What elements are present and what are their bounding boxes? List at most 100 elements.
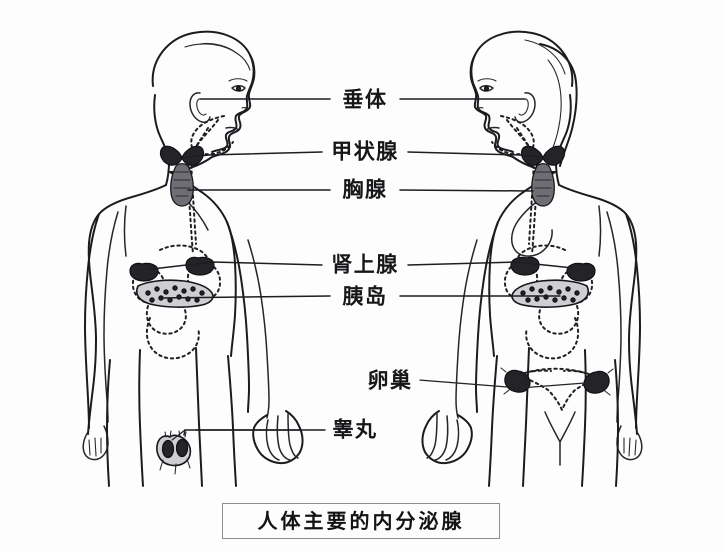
female-arm-right-inner xyxy=(606,211,622,423)
male-finger-3 xyxy=(287,413,299,459)
male-ear xyxy=(189,92,211,123)
male-nape-line xyxy=(153,94,170,186)
label-thyroid[interactable]: 甲状腺 xyxy=(324,141,406,163)
male-pelvic-outline xyxy=(145,317,200,360)
female-arm-left xyxy=(475,221,499,413)
leader-testis-elbow xyxy=(171,429,186,441)
female-intestine xyxy=(538,305,580,335)
female-breast-line xyxy=(511,199,553,257)
male-intestine xyxy=(145,305,187,335)
female-ear xyxy=(514,92,536,123)
male-torso-outline xyxy=(87,184,167,435)
male-flank-line xyxy=(123,205,127,257)
leader-pancreas-left xyxy=(159,295,331,299)
label-pituitary[interactable]: 垂体 xyxy=(335,89,395,111)
male-brow xyxy=(228,78,248,82)
ovary-left xyxy=(504,369,531,393)
male-thymus-hatch xyxy=(173,171,191,197)
label-pancreatic-islet[interactable]: 胰岛 xyxy=(335,286,395,308)
female-thyroid-gland xyxy=(520,145,566,166)
ovary-ligament-right xyxy=(604,368,614,396)
female-adrenal-right xyxy=(566,262,596,282)
male-figure xyxy=(82,30,304,487)
male-leg-right xyxy=(195,347,203,487)
male-thymus-gland xyxy=(170,163,194,207)
label-ovary[interactable]: 卵巢 xyxy=(360,370,420,392)
male-fingers-left xyxy=(88,437,102,457)
male-nostril xyxy=(241,107,249,111)
male-leg-inner-left xyxy=(138,349,144,487)
male-finger-1 xyxy=(265,419,280,461)
female-nostril xyxy=(476,107,484,111)
male-finger-2 xyxy=(276,415,291,461)
testis-right xyxy=(175,438,189,458)
female-hand-left xyxy=(421,410,473,465)
female-pancreatic-islets xyxy=(520,285,580,303)
female-thymus-hatch xyxy=(534,171,552,197)
female-arm-right xyxy=(625,213,641,429)
male-hair-strand xyxy=(199,42,239,55)
male-pupil xyxy=(235,85,242,92)
leader-ovary xyxy=(418,379,599,389)
leader-thyroid-right xyxy=(407,151,540,158)
female-ear-inner xyxy=(518,98,529,116)
male-leg-left xyxy=(106,359,111,487)
female-uterus-ovary-inset xyxy=(500,367,614,413)
female-arm-left-inner xyxy=(455,239,478,419)
male-thyroid-gland xyxy=(159,145,205,166)
leader-thymus-right xyxy=(399,189,534,192)
female-finger-2 xyxy=(434,415,449,461)
female-pelvis-line xyxy=(544,411,576,443)
label-adrenal[interactable]: 肾上腺 xyxy=(324,254,406,276)
female-hair-strand-1 xyxy=(524,39,566,75)
leader-adrenal-left xyxy=(151,261,323,270)
male-arm-left xyxy=(84,213,100,429)
figure-caption-box: 人体主要的内分泌腺 xyxy=(222,503,500,539)
male-eye xyxy=(231,85,246,92)
male-hairline xyxy=(184,43,251,71)
male-arm-left-inner xyxy=(103,211,119,423)
leader-testis-to-inset xyxy=(183,429,301,436)
male-adrenal-right xyxy=(185,256,215,276)
female-waist-line xyxy=(598,205,602,257)
female-leg-right xyxy=(614,359,619,487)
male-arm-right xyxy=(226,221,250,413)
label-thymus[interactable]: 胸腺 xyxy=(335,179,395,201)
female-finger-3 xyxy=(426,413,438,459)
female-pelvic-outline xyxy=(525,317,580,360)
female-thymus-gland xyxy=(531,163,555,207)
uterus-outline xyxy=(516,367,597,413)
male-leg-inner-right xyxy=(227,355,237,487)
testis-left xyxy=(161,439,175,459)
female-pupil xyxy=(483,85,490,92)
female-leg-inner-right xyxy=(581,349,587,487)
female-torso-outline xyxy=(558,184,638,435)
male-hand-right xyxy=(252,410,304,465)
male-mouth xyxy=(225,126,240,131)
female-mouth xyxy=(485,126,500,131)
label-testis[interactable]: 睾丸 xyxy=(325,419,385,441)
female-finger-1 xyxy=(445,419,460,461)
leader-adrenal-right xyxy=(407,261,574,269)
male-ear-inner xyxy=(196,98,207,116)
female-fingers-right xyxy=(623,437,637,457)
testis-cord-left xyxy=(164,430,172,438)
female-hair-strand-2 xyxy=(547,59,562,151)
testis-duct xyxy=(159,458,191,475)
female-figure xyxy=(421,30,643,487)
leader-lines xyxy=(151,98,599,441)
female-adrenal-left xyxy=(510,256,540,276)
female-brow xyxy=(477,78,497,82)
male-adrenal-left xyxy=(129,262,159,282)
ovary-ligament-left xyxy=(500,367,510,395)
female-leg-inner-left xyxy=(488,355,498,487)
female-eye xyxy=(479,85,494,92)
male-arm-right-inner xyxy=(247,239,270,419)
female-leg-left xyxy=(522,347,530,487)
female-pharynx-trachea xyxy=(506,119,535,245)
figure-caption-text: 人体主要的内分泌腺 xyxy=(257,509,465,533)
leader-thyroid-left xyxy=(185,151,323,158)
